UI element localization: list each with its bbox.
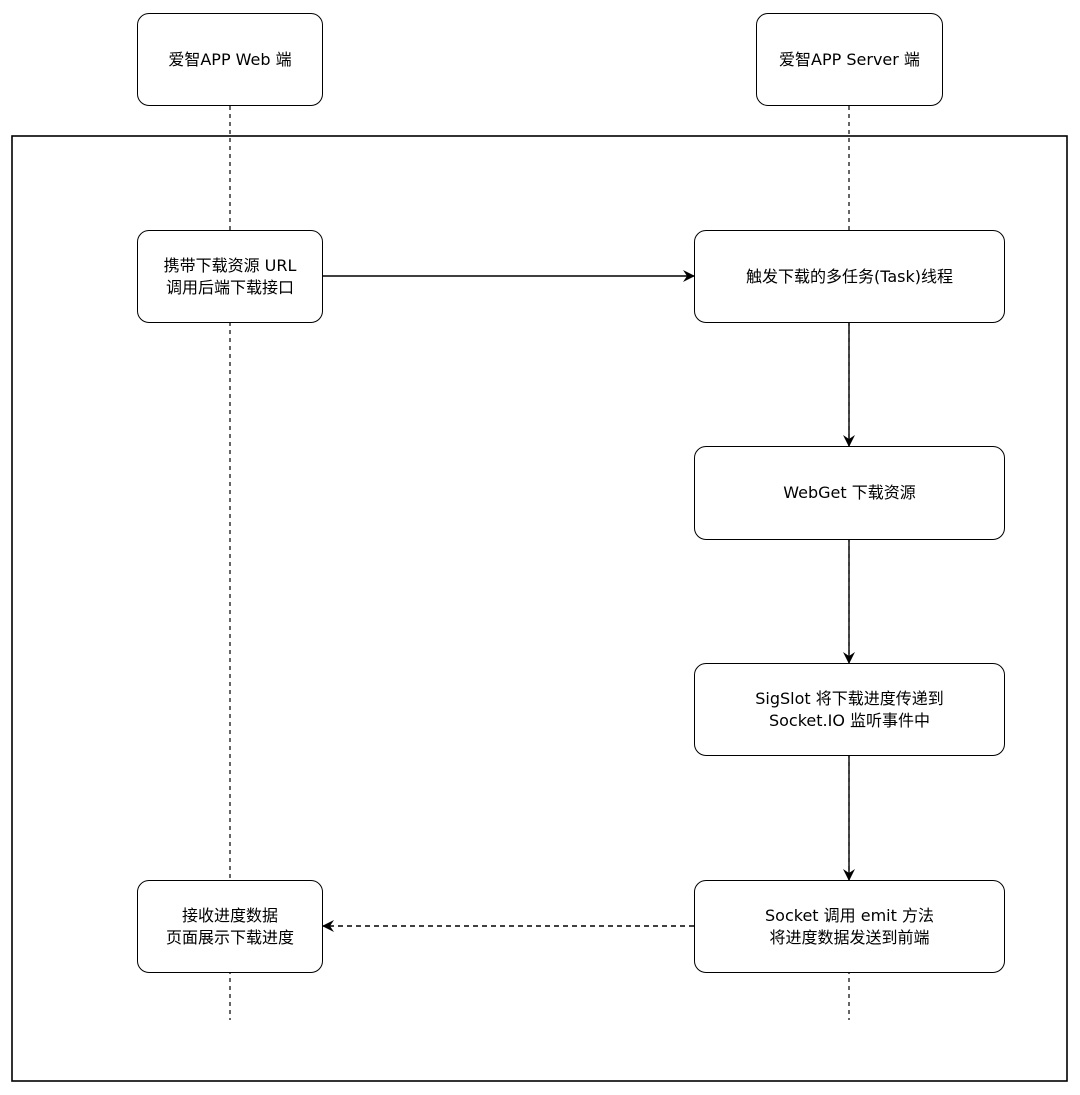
task-step-line1: 触发下载的多任务(Task)线程 (745, 266, 954, 286)
server-participant-label: 爱智APP Server 端 (779, 49, 920, 69)
sigslot-step-line2: Socket.IO 监听事件中 (768, 710, 931, 730)
emit-step-line1: Socket 调用 emit 方法 (765, 905, 934, 925)
task-step: 触发下载的多任务(Task)线程 (694, 230, 1005, 323)
webget-step-line1: WebGet 下载资源 (783, 483, 916, 502)
receive-step-line2: 页面展示下载进度 (165, 927, 294, 947)
webget-step: WebGet 下载资源 (694, 446, 1005, 540)
web-participant: 爱智APP Web 端 (137, 13, 323, 106)
server-participant: 爱智APP Server 端 (756, 13, 943, 106)
sigslot-step: SigSlot 将下载进度传递到 Socket.IO 监听事件中 (694, 663, 1005, 756)
request-step-line1: 携带下载资源 URL (163, 255, 297, 275)
receive-step-line1: 接收进度数据 (181, 905, 278, 925)
sigslot-step-line1: SigSlot 将下载进度传递到 (755, 688, 944, 708)
emit-step: Socket 调用 emit 方法 将进度数据发送到前端 (694, 880, 1005, 973)
web-participant-label: 爱智APP Web 端 (168, 49, 292, 69)
request-step: 携带下载资源 URL 调用后端下载接口 (137, 230, 323, 323)
request-step-line2: 调用后端下载接口 (165, 277, 294, 297)
diagram-frame (11, 135, 1068, 1082)
receive-step: 接收进度数据 页面展示下载进度 (137, 880, 323, 973)
emit-step-line2: 将进度数据发送到前端 (769, 927, 930, 947)
